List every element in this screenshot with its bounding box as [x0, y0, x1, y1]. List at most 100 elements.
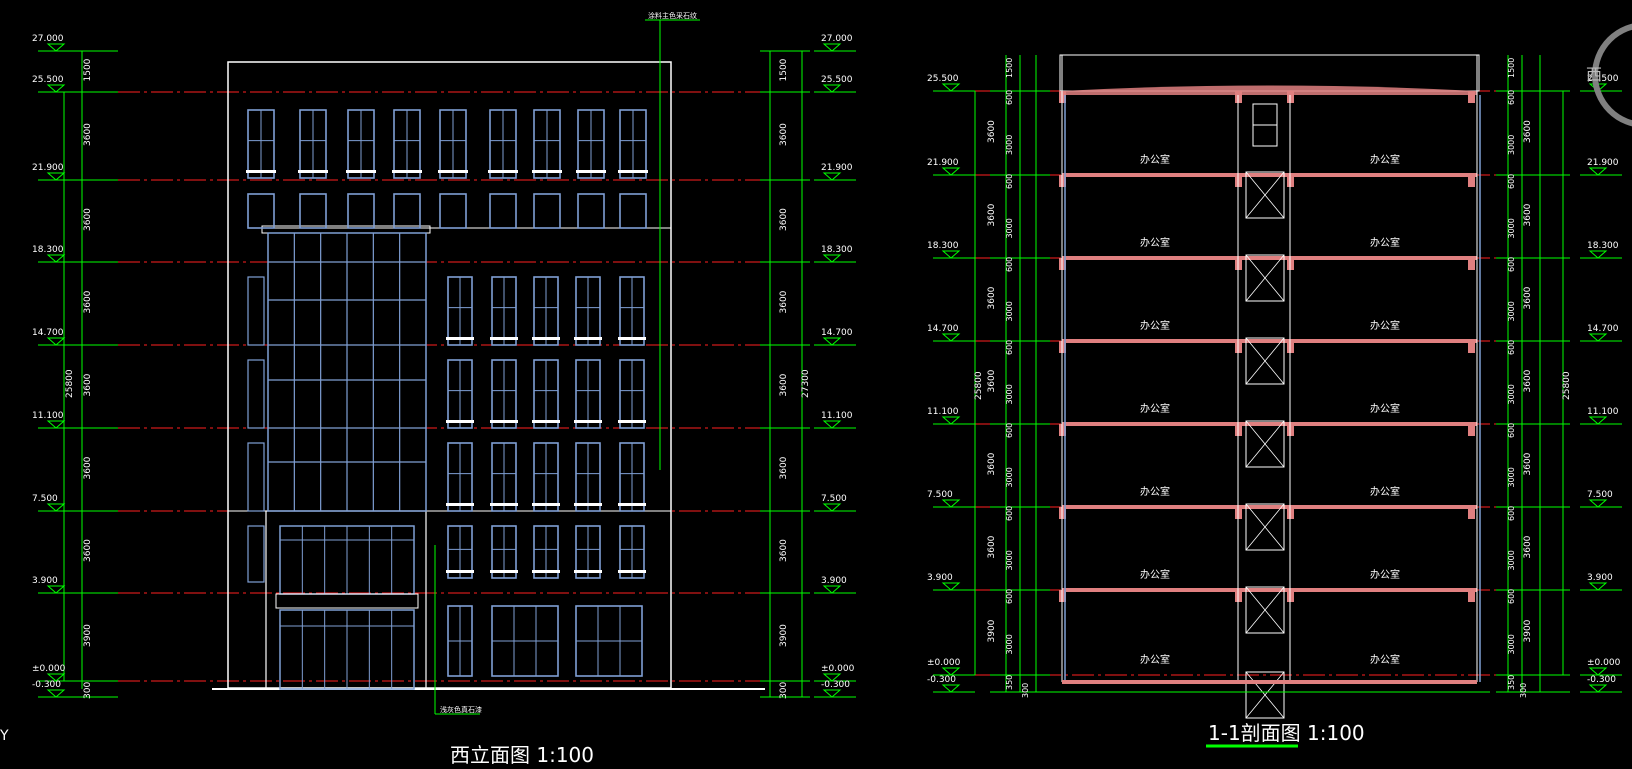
level-label: 18.300 — [32, 245, 64, 255]
floor-beam — [1468, 590, 1475, 602]
elevation-dimension-chain-right: 27.00025.50021.90018.30014.70011.1007.50… — [760, 34, 856, 699]
window-top-floor-sill — [532, 170, 562, 173]
room-label-left: 办公室 — [1140, 402, 1170, 415]
parapet-dim-label: 1500 — [1507, 58, 1516, 78]
level-mark-left: 7.500 — [927, 490, 975, 508]
level-mark-triangle — [822, 585, 842, 594]
storey-dim-label: 3900 — [987, 619, 997, 642]
level-mark-right: 14.700 — [1580, 324, 1622, 342]
window-side-narrow — [247, 442, 265, 512]
level-label: 25.500 — [927, 74, 959, 84]
window-second-floor-sill — [532, 570, 560, 573]
room-label-right: 办公室 — [1370, 485, 1400, 498]
level-mark-triangle — [46, 43, 66, 52]
level-mark-right: 11.100 — [1580, 407, 1622, 425]
floor-slab — [1062, 256, 1477, 260]
window-typical-sill — [618, 337, 646, 340]
level-mark-left: 11.100 — [32, 411, 80, 429]
floor-slab — [1062, 339, 1477, 343]
clear-dim-label: 3000 — [1507, 384, 1516, 404]
beam-dim-label: 600 — [1507, 589, 1516, 604]
storey-dim-label: 1500 — [83, 58, 93, 81]
room-label-right: 办公室 — [1370, 319, 1400, 332]
window-side-narrow — [247, 359, 265, 429]
window-top-floor-sill — [576, 170, 606, 173]
level-mark-triangle — [1588, 684, 1608, 693]
level-mark-triangle — [1588, 250, 1608, 259]
overall-dim-label: 25800 — [65, 369, 75, 398]
stair-door — [1245, 337, 1285, 385]
storey-dim-label: 3600 — [779, 290, 789, 313]
window-second-floor-sill — [618, 570, 646, 573]
level-label: -0.300 — [821, 680, 850, 690]
section-room-labels: 办公室办公室办公室办公室办公室办公室办公室办公室办公室办公室办公室办公室办公室办… — [1140, 153, 1400, 666]
overall-dim-label: 25800 — [1562, 371, 1572, 400]
level-label: 21.900 — [1587, 158, 1619, 168]
level-label: ±0.000 — [1587, 658, 1621, 668]
level-mark-triangle — [1588, 582, 1608, 591]
storey-dim-label: 3600 — [83, 456, 93, 479]
level-label: 7.500 — [821, 494, 847, 504]
storey-dim-label: 300 — [779, 682, 789, 699]
elevation-entrance-frame — [265, 510, 427, 690]
window-typical-sill — [446, 503, 474, 506]
overall-dim-label: 25800 — [974, 371, 984, 400]
window-second-floor-sill — [490, 570, 518, 573]
clear-dim-label: 3000 — [1005, 634, 1014, 654]
room-label-left: 办公室 — [1140, 153, 1170, 166]
level-mark-right: 25.500 — [814, 75, 856, 93]
entrance-canopy — [275, 593, 419, 609]
level-mark-triangle — [1588, 499, 1608, 508]
level-mark-left: 7.500 — [32, 494, 80, 512]
beam-dim-label: 600 — [1005, 90, 1014, 105]
floor-beam — [1468, 258, 1475, 270]
level-label: 14.700 — [1587, 324, 1619, 334]
parapet-dim-label: 1500 — [1005, 58, 1014, 78]
stair-door — [1245, 586, 1285, 634]
level-mark-triangle — [822, 689, 842, 698]
compass-circle — [1592, 23, 1632, 127]
level-label: ±0.000 — [821, 664, 855, 674]
level-label: 27.000 — [821, 34, 853, 44]
level-mark-right: 3.900 — [1580, 573, 1622, 591]
level-mark-left: ±0.000 — [927, 658, 975, 676]
floor-beam — [1468, 341, 1475, 353]
section-level-lines — [940, 90, 1500, 676]
plinth-dim-label: 300 — [1021, 683, 1030, 698]
beam-dim-label: 600 — [1507, 257, 1516, 272]
level-mark-triangle — [941, 667, 961, 676]
level-mark-left: -0.300 — [927, 675, 975, 693]
storey-dim-label: 3600 — [779, 123, 789, 146]
level-mark-triangle — [941, 250, 961, 259]
storey-dim-label: 3600 — [83, 123, 93, 146]
level-mark-triangle — [941, 167, 961, 176]
elevation-canopy — [261, 225, 431, 234]
window-top-floor-sill — [488, 170, 518, 173]
window-typical-sill — [618, 420, 646, 423]
level-label: 3.900 — [32, 576, 58, 586]
room-label-right: 办公室 — [1370, 402, 1400, 415]
window-typical-sill — [532, 420, 560, 423]
stair-door — [1245, 420, 1285, 468]
clear-dim-label: 3000 — [1507, 550, 1516, 570]
clear-dim-label: 3000 — [1005, 301, 1014, 321]
window-side-narrow — [247, 276, 265, 346]
storey-dim-label: 3600 — [1523, 369, 1533, 392]
clear-dim-label: 3000 — [1507, 301, 1516, 321]
level-mark-left: 18.300 — [927, 241, 975, 259]
beam-dim-label: 600 — [1005, 340, 1014, 355]
level-label: 11.100 — [821, 411, 853, 421]
level-label: 21.900 — [927, 158, 959, 168]
level-mark-triangle — [941, 83, 961, 92]
level-mark-left: -0.300 — [32, 680, 80, 698]
bottom-material-note: 浅灰色真石漆 — [440, 705, 482, 714]
level-mark-triangle — [822, 337, 842, 346]
west-elevation: 27.00025.50021.90018.30014.70011.1007.50… — [0, 11, 856, 767]
window-side-narrow — [247, 525, 265, 583]
section-roof-slab — [1062, 85, 1477, 95]
room-label-right: 办公室 — [1370, 653, 1400, 666]
level-mark-right: ±0.000 — [1580, 658, 1622, 676]
level-label: 21.900 — [32, 163, 64, 173]
level-label: 14.700 — [927, 324, 959, 334]
level-mark-left: 27.000 — [32, 34, 80, 52]
